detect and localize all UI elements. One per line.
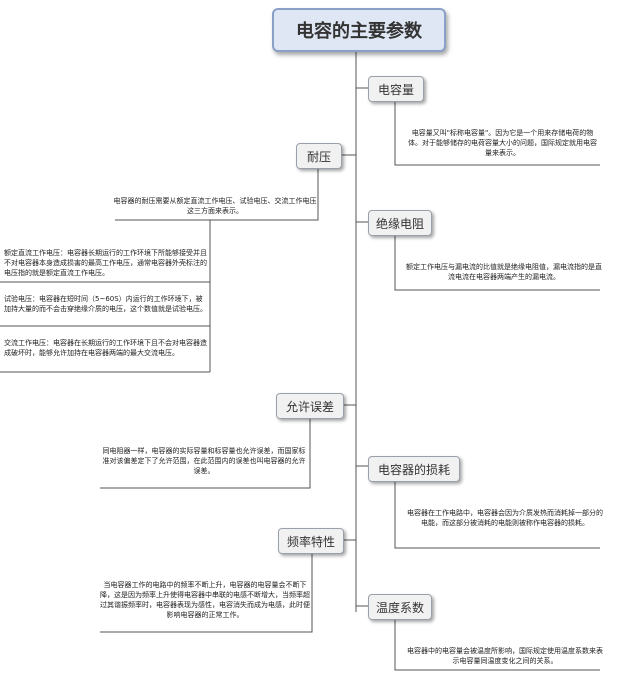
root-node-title[interactable]: 电容的主要参数 [272,8,446,52]
topic-frequency[interactable]: 频率特性 [278,528,344,554]
topic-insulation-resistance[interactable]: 绝缘电阻 [368,210,432,236]
topic-temperature[interactable]: 温度系数 [368,594,432,620]
note-withstand-dc-rated: 额定直流工作电压：电容器长期运行的工作环境下所能够接受并且不对电容器本身造成损害… [4,249,207,277]
note-tolerance: 同电阻器一样，电容器的实际容量和标容量也允许误差，而国家标准对该偏差定下了允许范… [102,447,306,475]
topic-loss[interactable]: 电容器的损耗 [368,456,460,482]
note-withstand-ac-voltage: 交流工作电压：电容器在长期运行的工作环境下且不会对电容器造成破坏时，能够允许加持… [4,339,207,357]
note-capacitance: 电容量又叫"标称电容量"。因为它是一个用来存储电荷的物体。对于能够储存的电荷容量… [408,129,597,157]
topic-tolerance[interactable]: 允许误差 [276,393,344,419]
note-insulation-resistance: 额定工作电压与漏电流的比值就是绝缘电阻值，漏电流指的是直流电流在电容器两端产生的… [406,263,602,281]
note-withstand-test-voltage: 试验电压：电容器在短时间（5~60S）内运行的工作环境下，被加持大量的而不会击穿… [4,295,207,313]
note-loss: 电容器在工作电路中，电容器会因为介质发热而消耗掉一部分的电能，而这部分被消耗的电… [407,509,603,527]
note-temperature: 电容器中的电容量会被温度所影响，国际规定使用温度系数来表示电容量同温度变化之间的… [407,647,603,665]
topic-withstand-voltage[interactable]: 耐压 [296,143,342,169]
note-withstand-voltage-intro: 电容器的耐压需要从额定直流工作电压、试验电压、交流工作电压这三方面来表示。 [113,197,317,215]
note-frequency: 当电容器工作的电路中的频率不断上升，电容器的电容量会不断下降，这是因为频率上升使… [100,581,310,619]
topic-capacitance[interactable]: 电容量 [368,76,424,102]
